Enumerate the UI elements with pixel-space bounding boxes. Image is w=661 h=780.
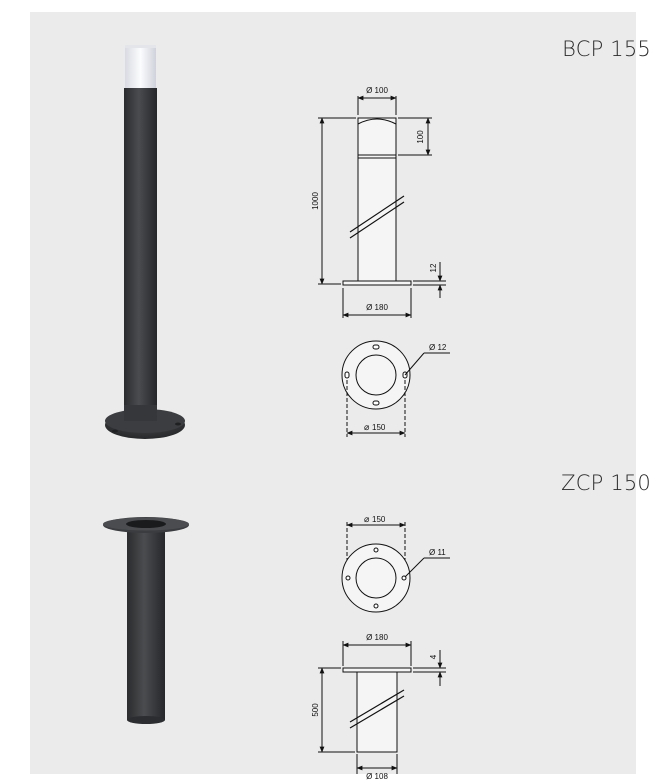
bolt-circle-square-symbol: ⌀ [364, 514, 370, 524]
bcp155-bollard-photo [105, 45, 185, 439]
zcp150-top-view [341, 522, 450, 613]
label-flange-thickness: 4 [429, 654, 438, 659]
product-title-zcp150: ZCP 150 [561, 471, 651, 495]
label-bolt-circle: 150 [372, 423, 386, 432]
label-top-diameter: Ø 100 [366, 86, 388, 95]
zcp150-side-drawing [318, 641, 446, 774]
bollard-pole [124, 88, 157, 416]
label-length: 500 [311, 703, 320, 717]
bollard-diffuser [125, 45, 156, 88]
label-plate-thickness: 12 [429, 263, 438, 272]
zcp150-side-labels: Ø 180 4 500 Ø 108 [311, 633, 438, 780]
bolt-circle-square-symbol: ⌀ [364, 422, 370, 432]
sleeve-tube [127, 528, 165, 720]
label-head-height: 100 [416, 130, 425, 144]
zcp150-sleeve-photo [103, 517, 189, 724]
label-tube-diameter: Ø 108 [366, 772, 388, 780]
label-base-diameter: Ø 180 [366, 303, 388, 312]
product-title-bcp155: BCP 155 [562, 37, 651, 61]
bcp155-side-drawing [318, 95, 446, 318]
label-hole-diameter: Ø 12 [429, 343, 447, 352]
zcp150-top-labels: ⌀ 150 Ø 11 [364, 514, 446, 557]
label-flange-diameter: Ø 180 [366, 633, 388, 642]
bcp155-top-view [341, 340, 450, 437]
label-bolt-circle: 150 [372, 515, 386, 524]
bcp155-side-labels: Ø 100 1000 100 12 Ø 180 [311, 86, 438, 312]
label-height: 1000 [311, 192, 320, 210]
label-hole-diameter: Ø 11 [429, 548, 446, 557]
bcp155-top-labels: Ø 12 ⌀ 150 [364, 343, 447, 432]
